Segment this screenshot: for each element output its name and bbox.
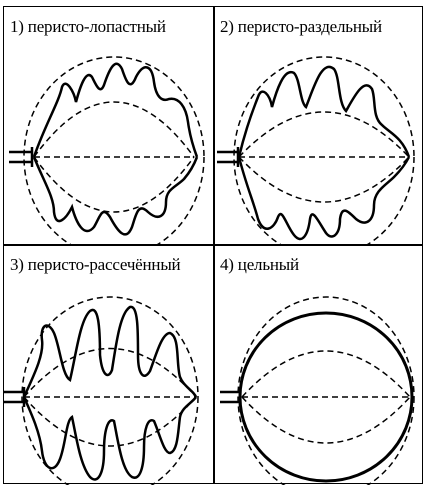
leaf-types-diagram: 1) перисто-лопастный 2) перисто-раздельн… <box>3 6 423 484</box>
panel-pinnately-dissected: 3) перисто-рассечённый <box>4 245 213 482</box>
leaf-entire-drawing <box>214 245 423 485</box>
leaf-dissected-drawing <box>4 245 213 485</box>
leaf-lobed-drawing <box>4 7 213 244</box>
leaf-parted-drawing <box>214 7 423 244</box>
panel-pinnately-parted: 2) перисто-раздельный <box>214 7 423 244</box>
panel-entire: 4) цельный <box>214 245 423 482</box>
panel-pinnately-lobed: 1) перисто-лопастный <box>4 7 213 244</box>
